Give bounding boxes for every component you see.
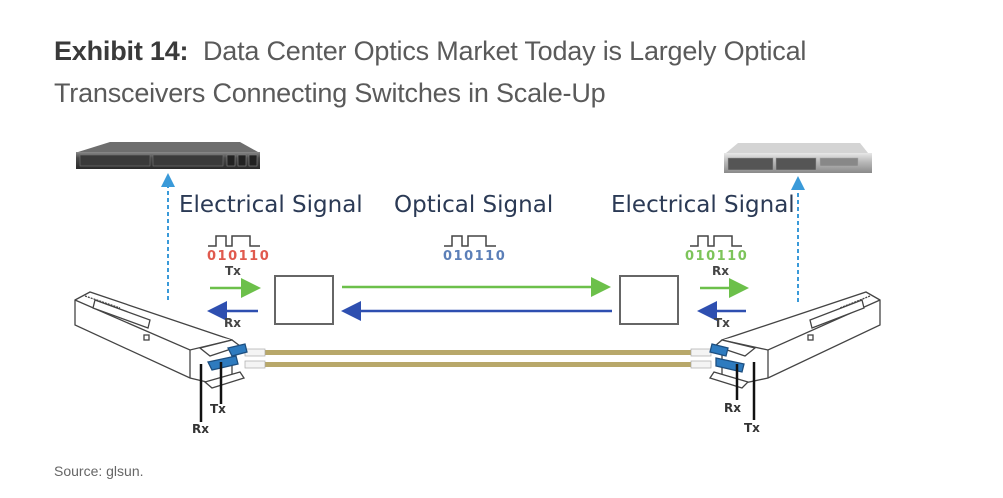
middle-section-label: Optical Signal: [394, 192, 553, 218]
right-port-tx-label: Tx: [744, 421, 760, 435]
left-converter-box: [274, 275, 334, 325]
title-line-1: Data Center Optics Market Today is Large…: [202, 36, 807, 66]
left-tx-label: Tx: [225, 264, 241, 278]
left-port-rx-label: Rx: [192, 422, 209, 436]
right-transceiver-icon: [708, 291, 881, 389]
middle-bits: 010110: [443, 249, 506, 264]
right-switch-icon: [724, 143, 872, 173]
right-waveform-icon: [690, 235, 742, 247]
right-bits: 010110: [685, 249, 748, 264]
exhibit-title: Exhibit 14: Data Center Optics Market To…: [54, 30, 954, 114]
left-waveform-icon: [208, 235, 260, 247]
right-tx-label: Tx: [714, 316, 730, 330]
right-section-label: Electrical Signal: [611, 192, 795, 218]
left-port-tx-label: Tx: [210, 402, 226, 416]
right-converter-box: [619, 275, 679, 325]
title-line-2: Transceivers Connecting Switches in Scal…: [54, 78, 606, 108]
left-transceiver-icon: [74, 291, 248, 389]
fiber-cable-pair: [244, 348, 712, 369]
right-rx-label: Rx: [712, 264, 729, 278]
right-port-rx-label: Rx: [724, 401, 741, 415]
left-bits: 010110: [207, 249, 270, 264]
left-rx-label: Rx: [224, 316, 241, 330]
source-note: Source: glsun.: [54, 463, 144, 479]
middle-waveform-icon: [444, 235, 496, 247]
left-switch-icon: [76, 142, 260, 169]
exhibit-number: Exhibit 14:: [54, 36, 189, 66]
left-section-label: Electrical Signal: [179, 192, 363, 218]
